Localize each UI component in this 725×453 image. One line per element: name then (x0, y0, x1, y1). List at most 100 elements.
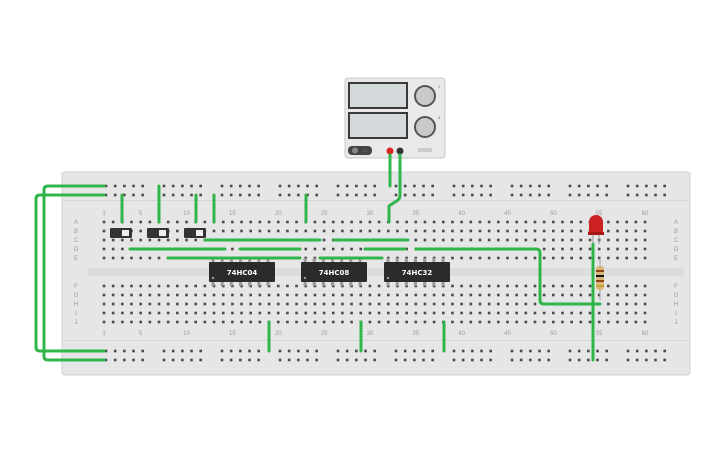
breadboard-hole[interactable] (322, 320, 326, 324)
rail-hole[interactable] (510, 358, 514, 362)
breadboard-hole[interactable] (487, 220, 491, 224)
breadboard-hole[interactable] (497, 302, 500, 306)
rail-hole[interactable] (645, 349, 648, 353)
rail-hole[interactable] (431, 349, 434, 353)
rail-hole[interactable] (461, 349, 465, 353)
rail-hole[interactable] (345, 358, 349, 362)
breadboard-hole[interactable] (643, 293, 647, 297)
rail-hole[interactable] (278, 193, 282, 197)
rail-hole[interactable] (113, 358, 117, 362)
breadboard-hole[interactable] (542, 293, 546, 297)
breadboard-hole[interactable] (579, 284, 583, 288)
breadboard-hole[interactable] (258, 311, 262, 315)
breadboard-hole[interactable] (276, 311, 280, 315)
rail-hole[interactable] (577, 184, 581, 188)
rail-hole[interactable] (306, 349, 309, 353)
breadboard-hole[interactable] (497, 293, 500, 297)
breadboard-hole[interactable] (111, 293, 115, 297)
breadboard-hole[interactable] (414, 302, 418, 306)
rail-hole[interactable] (315, 349, 318, 353)
breadboard-hole[interactable] (286, 229, 289, 233)
breadboard-hole[interactable] (139, 229, 142, 233)
rail-hole[interactable] (489, 184, 492, 188)
breadboard-hole[interactable] (607, 256, 610, 260)
rail-hole[interactable] (123, 184, 126, 188)
breadboard-hole[interactable] (313, 247, 317, 251)
rail-hole[interactable] (141, 349, 144, 353)
breadboard-hole[interactable] (386, 229, 390, 233)
breadboard-hole[interactable] (276, 320, 280, 324)
rail-hole[interactable] (663, 184, 666, 188)
breadboard-hole[interactable] (295, 302, 298, 306)
breadboard-hole[interactable] (643, 320, 647, 324)
breadboard-hole[interactable] (194, 238, 197, 242)
rail-hole[interactable] (229, 358, 233, 362)
breadboard-hole[interactable] (148, 293, 152, 297)
breadboard-hole[interactable] (616, 247, 619, 251)
breadboard-hole[interactable] (533, 229, 537, 233)
rail-hole[interactable] (663, 193, 666, 197)
breadboard-hole[interactable] (552, 311, 555, 315)
breadboard-hole[interactable] (414, 311, 418, 315)
breadboard-hole[interactable] (331, 293, 335, 297)
breadboard-hole[interactable] (359, 311, 363, 315)
breadboard-hole[interactable] (359, 229, 363, 233)
rail-hole[interactable] (364, 349, 367, 353)
rail-hole[interactable] (190, 193, 193, 197)
rail-hole[interactable] (162, 184, 166, 188)
breadboard-hole[interactable] (203, 311, 207, 315)
breadboard-hole[interactable] (295, 320, 298, 324)
breadboard-hole[interactable] (231, 302, 234, 306)
rail-hole[interactable] (547, 184, 550, 188)
rail-hole[interactable] (605, 358, 608, 362)
breadboard-hole[interactable] (359, 302, 363, 306)
rail-hole[interactable] (403, 349, 407, 353)
breadboard-hole[interactable] (607, 229, 610, 233)
breadboard-hole[interactable] (506, 256, 509, 260)
breadboard-hole[interactable] (451, 220, 454, 224)
breadboard-hole[interactable] (148, 302, 152, 306)
breadboard-hole[interactable] (625, 311, 628, 315)
breadboard-hole[interactable] (542, 220, 546, 224)
breadboard-hole[interactable] (451, 293, 454, 297)
breadboard-hole[interactable] (625, 229, 628, 233)
rail-hole[interactable] (394, 184, 398, 188)
rail-hole[interactable] (431, 193, 434, 197)
breadboard-hole[interactable] (634, 238, 638, 242)
breadboard-hole[interactable] (570, 238, 573, 242)
breadboard-hole[interactable] (166, 238, 170, 242)
rail-hole[interactable] (123, 349, 126, 353)
breadboard-hole[interactable] (643, 229, 647, 233)
breadboard-hole[interactable] (194, 320, 197, 324)
rail-hole[interactable] (635, 184, 639, 188)
breadboard-hole[interactable] (533, 320, 537, 324)
wire[interactable] (34, 193, 106, 353)
breadboard-hole[interactable] (313, 320, 317, 324)
rail-hole[interactable] (519, 193, 523, 197)
rail-hole[interactable] (422, 193, 425, 197)
rail-hole[interactable] (645, 184, 648, 188)
rail-hole[interactable] (171, 184, 175, 188)
breadboard-hole[interactable] (102, 220, 106, 224)
breadboard-hole[interactable] (350, 302, 353, 306)
breadboard-hole[interactable] (276, 302, 280, 306)
breadboard-hole[interactable] (194, 302, 197, 306)
rail-hole[interactable] (519, 349, 523, 353)
breadboard-hole[interactable] (157, 238, 161, 242)
breadboard-hole[interactable] (386, 302, 390, 306)
rail-hole[interactable] (229, 349, 233, 353)
breadboard-hole[interactable] (451, 229, 454, 233)
rail-hole[interactable] (229, 193, 233, 197)
breadboard-hole[interactable] (139, 284, 142, 288)
breadboard-hole[interactable] (607, 284, 610, 288)
breadboard-hole[interactable] (405, 293, 408, 297)
breadboard-hole[interactable] (533, 256, 537, 260)
rail-hole[interactable] (132, 193, 135, 197)
breadboard-hole[interactable] (607, 302, 610, 306)
breadboard-hole[interactable] (212, 320, 216, 324)
rail-hole[interactable] (257, 184, 260, 188)
rail-hole[interactable] (239, 184, 242, 188)
breadboard-hole[interactable] (166, 302, 170, 306)
rail-hole[interactable] (568, 358, 572, 362)
rail-hole[interactable] (190, 358, 193, 362)
